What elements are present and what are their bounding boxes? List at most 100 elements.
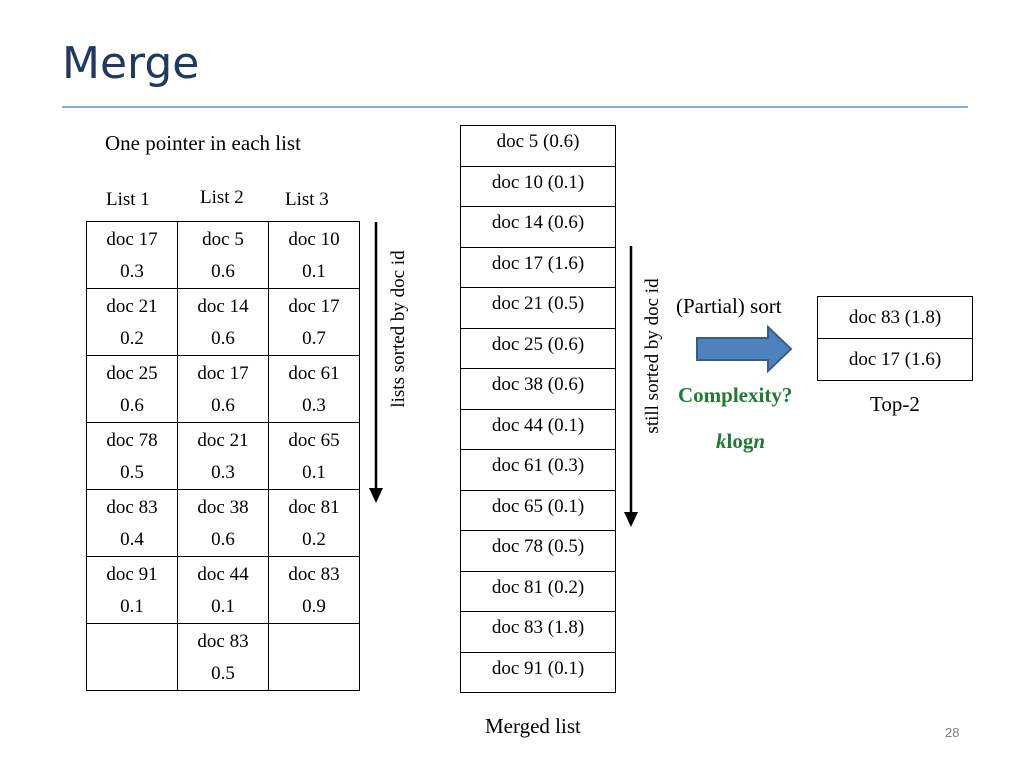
cell-score: 0.4 [120, 529, 144, 550]
merged-item: doc 65 (0.1) [460, 489, 616, 531]
merged-item: doc 83 (1.8) [460, 611, 616, 653]
complexity-label: Complexity? [678, 383, 793, 407]
lists-down-arrow [369, 222, 383, 503]
cell-score: 0.1 [302, 261, 326, 282]
cell-score: 0.6 [211, 328, 235, 349]
merged-item: doc 5 (0.6) [460, 125, 616, 167]
list-header-1: List 1 [106, 189, 150, 210]
cell-doc: doc 78 [106, 430, 158, 451]
cell-score: 0.5 [120, 462, 144, 483]
list-cell: doc 14 0.6 [177, 288, 269, 356]
merged-item: doc 17 (1.6) [460, 246, 616, 288]
top2-row: doc 17 (1.6) [817, 338, 973, 381]
list-cell: doc 78 0.5 [86, 422, 178, 490]
cell-doc: doc 17 [197, 363, 249, 384]
cell-score: 0.5 [211, 663, 235, 684]
merged-list-body: doc 5 (0.6)doc 10 (0.1)doc 14 (0.6)doc 1… [460, 125, 616, 693]
lists-arrow-label: lists sorted by doc id [388, 250, 409, 408]
cell-doc: doc 14 [197, 296, 249, 317]
list-cell [268, 623, 360, 691]
cell-score: 0.3 [302, 395, 326, 416]
cell-doc: doc 5 [202, 229, 244, 250]
merged-row: doc 83 (1.8) [460, 611, 616, 653]
merged-row: doc 78 (0.5) [460, 530, 616, 572]
merged-row: doc 38 (0.6) [460, 368, 616, 410]
merged-row: doc 81 (0.2) [460, 570, 616, 612]
slide-title: Merge [62, 38, 200, 89]
list-header-3: List 3 [285, 189, 329, 210]
page-number: 28 [945, 725, 960, 740]
list-cell: doc 83 0.9 [268, 556, 360, 624]
list-cell: doc 10 0.1 [268, 221, 360, 289]
cell-doc: doc 81 [288, 497, 340, 518]
cell-score: 0.1 [211, 596, 235, 617]
top2-row: doc 83 (1.8) [817, 296, 973, 339]
list-cell: doc 21 0.3 [177, 422, 269, 490]
merged-row: doc 91 (0.1) [460, 651, 616, 693]
merged-down-arrow [624, 246, 638, 527]
list-cell: doc 81 0.2 [268, 489, 360, 557]
title-underline [62, 106, 968, 108]
merged-row: doc 44 (0.1) [460, 408, 616, 450]
top2-item: doc 83 (1.8) [817, 296, 973, 339]
merged-row: doc 25 (0.6) [460, 327, 616, 369]
cell-score: 0.6 [211, 395, 235, 416]
top2-table: doc 83 (1.8)doc 17 (1.6) [817, 296, 973, 381]
merged-row: doc 10 (0.1) [460, 165, 616, 207]
list-cell: doc 5 0.6 [177, 221, 269, 289]
merged-arrow-label: still sorted by doc id [642, 278, 663, 434]
list-header-2: List 2 [200, 187, 244, 208]
cell-score: 0.1 [120, 596, 144, 617]
merged-item: doc 21 (0.5) [460, 287, 616, 329]
complexity-n: n [753, 429, 766, 453]
cell-doc: doc 38 [197, 497, 249, 518]
list-cell [86, 623, 178, 691]
cell-score: 0.3 [211, 462, 235, 483]
cell-score: 0.1 [302, 462, 326, 483]
merged-item: doc 61 (0.3) [460, 449, 616, 491]
cell-doc: doc 25 [106, 363, 158, 384]
complexity-formula: klogn [716, 429, 765, 454]
merged-list-table: doc 5 (0.6)doc 10 (0.1)doc 14 (0.6)doc 1… [460, 125, 616, 693]
merged-row: doc 5 (0.6) [460, 125, 616, 167]
cell-doc: doc 61 [288, 363, 340, 384]
complexity-log: log [726, 429, 754, 453]
cell-doc: doc 91 [106, 564, 158, 585]
merged-row: doc 21 (0.5) [460, 287, 616, 329]
merged-item: doc 10 (0.1) [460, 165, 616, 207]
list-cell: doc 61 0.3 [268, 355, 360, 423]
merged-item: doc 25 (0.6) [460, 327, 616, 369]
cell-score: 0.3 [120, 261, 144, 282]
cell-doc: doc 17 [288, 296, 340, 317]
cell-doc: doc 83 [288, 564, 340, 585]
merged-row: doc 61 (0.3) [460, 449, 616, 491]
merged-item: doc 81 (0.2) [460, 570, 616, 612]
merged-item: doc 14 (0.6) [460, 206, 616, 248]
cell-score: 0.6 [211, 261, 235, 282]
merged-row: doc 14 (0.6) [460, 206, 616, 248]
merged-item: doc 91 (0.1) [460, 651, 616, 693]
merged-row: doc 17 (1.6) [460, 246, 616, 288]
cell-doc: doc 10 [288, 229, 340, 250]
merged-item: doc 44 (0.1) [460, 408, 616, 450]
cell-score: 0.9 [302, 596, 326, 617]
cell-doc: doc 21 [197, 430, 249, 451]
merged-caption: Merged list [485, 714, 581, 738]
merged-row: doc 65 (0.1) [460, 489, 616, 531]
complexity-k: k [716, 429, 727, 453]
cell-score: 0.2 [302, 529, 326, 550]
top2-item: doc 17 (1.6) [817, 338, 973, 381]
